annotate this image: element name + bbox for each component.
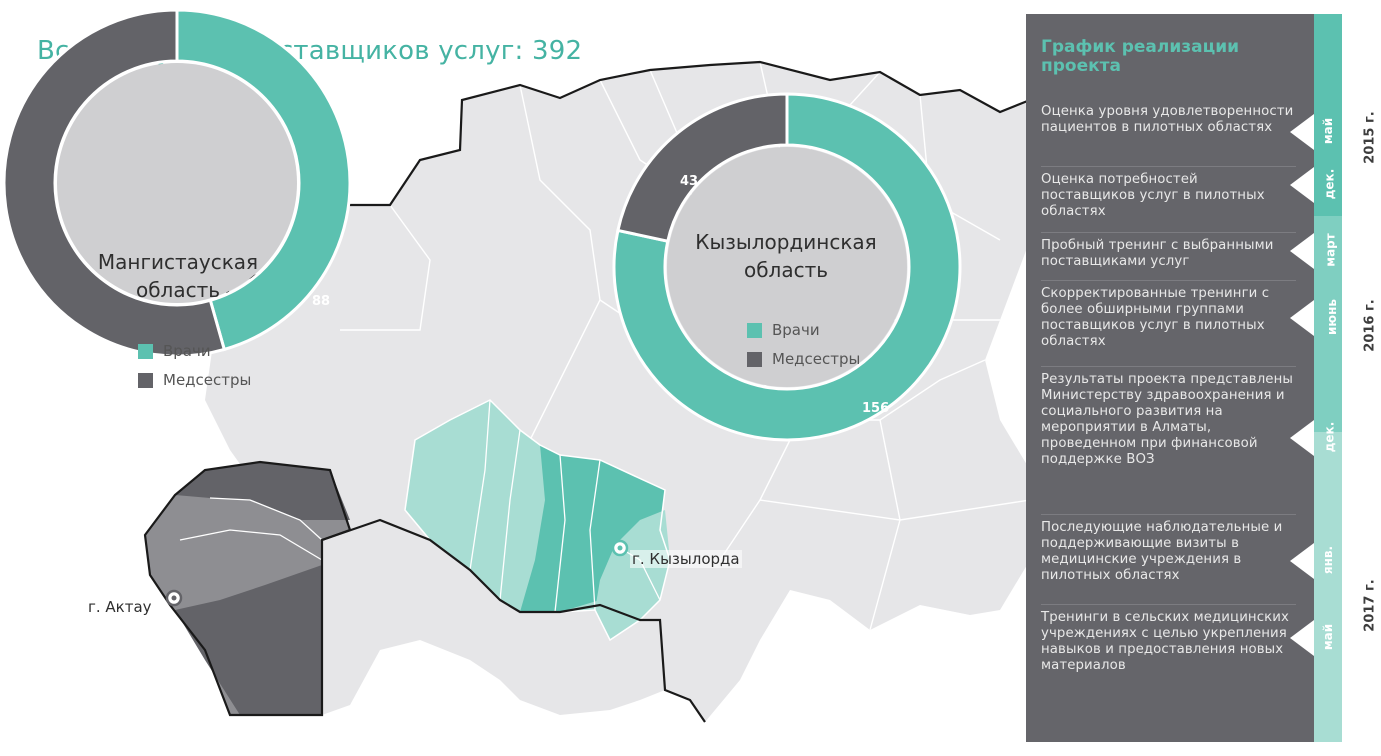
nurses-swatch-2: [747, 351, 762, 367]
year-label-text: 2015 г.: [1362, 111, 1378, 164]
kyzylorda-legend: Врачи Медсестры: [747, 321, 860, 379]
timeline-band-2016: [1314, 216, 1342, 432]
kyzylorda-city-label: г. Кызылорда: [630, 550, 742, 568]
timeline-item: Оценка потребностей поставщиков услуг в …: [1041, 172, 1265, 219]
timeline-month-label: май: [1320, 117, 1335, 145]
legend-nurses-label: Медсестры: [163, 371, 252, 389]
kyzylorda-title: Кызылординская область: [695, 230, 877, 282]
divider: [1041, 514, 1296, 515]
timeline-month: дек.: [1314, 169, 1342, 200]
doctors-swatch: [138, 343, 153, 359]
timeline-panel: График реализации проекта Оценка уровня …: [1026, 14, 1314, 742]
timeline-arrow: [1290, 620, 1314, 656]
year-label: 2017 г.: [1344, 579, 1378, 631]
year-label: 2015 г.: [1344, 111, 1378, 163]
timeline-item: Оценка уровня удовлетворенности пациенто…: [1041, 104, 1294, 135]
divider: [1041, 232, 1296, 233]
divider: [1041, 166, 1296, 167]
timeline-item: Пробный тренинг с выбранными поставщикам…: [1041, 238, 1274, 269]
timeline-month: дек.: [1314, 422, 1342, 453]
timeline-month: май: [1314, 624, 1342, 650]
timeline-month: янв.: [1314, 546, 1342, 574]
nurses-swatch: [138, 372, 153, 388]
nurses-segment: [616, 92, 789, 243]
nurses-segment: [2, 8, 227, 358]
divider: [1041, 280, 1296, 281]
aktau-marker: [165, 589, 183, 607]
mangystau-doctors-value: 88: [312, 294, 331, 309]
donut-center-disc: [667, 147, 907, 387]
timeline-title: График реализации проекта: [1041, 37, 1240, 76]
timeline-item: Тренинги в сельских медицинских учрежден…: [1041, 610, 1289, 673]
timeline-month-label: янв.: [1321, 545, 1336, 575]
timeline-arrow: [1290, 114, 1314, 150]
mangystau-nurses-value: 105: [10, 321, 38, 336]
legend-nurses: Медсестры: [138, 371, 251, 389]
timeline-month: март: [1314, 233, 1342, 266]
legend-doctors-label: Врачи: [163, 342, 211, 360]
mangystau-legend: Врачи Медсестры: [138, 342, 251, 400]
legend-doctors-label-2: Врачи: [772, 321, 820, 339]
kyzylorda-nurses-value: 43: [680, 174, 699, 189]
kyzylorda-region: [404, 399, 671, 642]
donut-center-disc: [57, 63, 297, 303]
timeline-band-2015: [1314, 14, 1342, 216]
aktau-label: г. Актау: [86, 598, 154, 616]
timeline-month: май: [1314, 118, 1342, 144]
mangystau-title: Мангистауская область: [97, 250, 259, 302]
mangystau-donut: [2, 8, 352, 358]
timeline-arrow: [1290, 233, 1314, 269]
kyzylorda-donut: [612, 92, 962, 442]
southern-border: [321, 518, 706, 723]
year-label-text: 2017 г.: [1362, 579, 1378, 632]
timeline-item: Результаты проекта представлены Министер…: [1041, 372, 1293, 467]
timeline-month-label: март: [1323, 233, 1338, 267]
legend-nurses-label-2: Медсестры: [772, 350, 861, 368]
timeline-item: Последующие наблюдательные и поддерживаю…: [1041, 520, 1283, 583]
mangystau-center: Мангистауская область: [60, 248, 296, 304]
timeline-month-label: дек.: [1322, 168, 1337, 200]
timeline-band-2017: [1314, 432, 1342, 742]
kyzylorda-center: Кызылординская область: [668, 228, 904, 284]
year-label: 2016 г.: [1344, 299, 1378, 351]
legend-doctors-2: Врачи: [747, 321, 860, 339]
timeline-month-label: май: [1320, 623, 1335, 651]
divider: [1041, 366, 1296, 367]
mangystau-region: [143, 460, 352, 717]
kyzylorda-marker: [611, 539, 629, 557]
year-label-text: 2016 г.: [1362, 299, 1378, 352]
timeline-arrow: [1290, 167, 1314, 203]
timeline-arrow: [1290, 543, 1314, 579]
timeline-month-label: июнь: [1324, 299, 1339, 335]
doctors-segment: [175, 8, 352, 352]
timeline-arrow: [1290, 300, 1314, 336]
doctors-swatch-2: [747, 322, 762, 338]
kyzylorda-doctors-value: 156: [862, 401, 890, 416]
timeline-item: Скорректированные тренинги с более обшир…: [1041, 286, 1270, 349]
legend-doctors: Врачи: [138, 342, 251, 360]
timeline-month-label: дек.: [1322, 421, 1337, 453]
legend-nurses-2: Медсестры: [747, 350, 860, 368]
doctors-segment: [612, 92, 962, 442]
timeline-arrow: [1290, 420, 1314, 456]
divider: [1041, 604, 1296, 605]
timeline-month: июнь: [1314, 299, 1342, 335]
